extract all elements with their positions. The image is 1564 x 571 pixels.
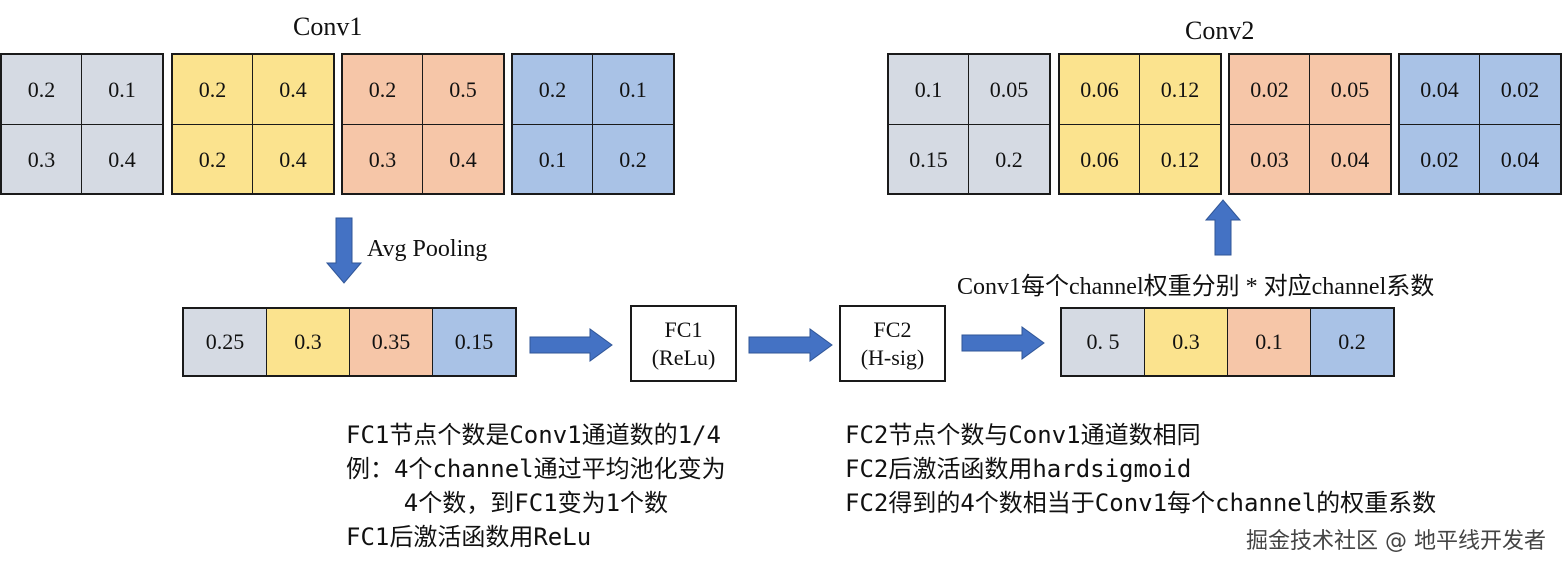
feature-value: 0.04	[1400, 55, 1480, 125]
note-line: FC1节点个数是Conv1通道数的1/4	[346, 421, 721, 449]
multiply-label: Conv1每个channel权重分别 * 对应channel系数	[957, 274, 1435, 300]
feature-value: 0.2	[173, 125, 253, 195]
fc1-label: FC1	[664, 316, 703, 342]
watermark: 掘金技术社区 @ 地平线开发者	[1246, 529, 1546, 554]
conv2-title: Conv2	[1185, 16, 1255, 45]
fc2-label: FC2	[873, 316, 912, 342]
feature-value: 0.2	[173, 55, 253, 125]
feature-value: 0.5	[423, 55, 503, 125]
feature-value: 0.02	[1480, 55, 1560, 125]
arrow-right-icon	[529, 328, 613, 362]
fc2-box: FC2 (H-sig)	[839, 305, 946, 382]
note-line: FC1后激活函数用ReLu	[346, 523, 592, 551]
note-line: FC2后激活函数用hardsigmoid	[845, 455, 1192, 483]
feature-value: 0.12	[1160, 147, 1200, 172]
feature-value: 0.02	[1400, 125, 1480, 195]
feature-value: 0.1	[593, 55, 673, 125]
channel-weight: 0.2	[1311, 309, 1393, 375]
pooled-value: 0.35	[350, 309, 433, 375]
feature-value: 0.4	[449, 147, 477, 172]
note-line: 4个数，到FC1变为1个数	[346, 489, 669, 517]
feature-value: 0.2	[619, 147, 647, 172]
channel-weight: 0.3	[1145, 309, 1228, 375]
fc2-activation: (H-sig)	[860, 344, 925, 370]
feature-value: 0.2	[343, 55, 423, 125]
arrow-right-icon	[961, 326, 1045, 360]
feature-value: 0.2	[995, 147, 1023, 172]
pooled-value: 0.15	[433, 309, 515, 375]
feature-value: 0.15	[889, 125, 969, 195]
feature-value: 0.3	[2, 125, 82, 195]
feature-value: 0.04	[1500, 147, 1540, 172]
pooled-value: 0.3	[267, 309, 350, 375]
note-line: FC2节点个数与Conv1通道数相同	[845, 421, 1201, 449]
fc1-box: FC1 (ReLu)	[630, 305, 737, 382]
feature-value: 0.2	[2, 55, 82, 125]
feature-value: 0.4	[108, 147, 136, 172]
feature-value: 0.3	[343, 125, 423, 195]
feature-value: 0.06	[1060, 55, 1140, 125]
feature-value: 0.05	[1310, 55, 1390, 125]
feature-value: 0.02	[1230, 55, 1310, 125]
pooled-value: 0.25	[184, 309, 267, 375]
down-arrow-icon	[325, 217, 363, 284]
channel-weight: 0. 5	[1062, 309, 1145, 375]
note-line: 例：4个channel通过平均池化变为	[346, 455, 726, 483]
feature-value: 0.1	[889, 55, 969, 125]
feature-value: 0.12	[1140, 55, 1220, 125]
feature-value: 0.06	[1060, 125, 1140, 195]
feature-value: 0.04	[1330, 147, 1370, 172]
up-arrow-icon	[1204, 199, 1242, 256]
fc1-activation: (ReLu)	[651, 344, 716, 370]
channel-weight: 0.1	[1228, 309, 1311, 375]
feature-value: 0.1	[513, 125, 593, 195]
feature-value: 0.05	[969, 55, 1049, 125]
avg-pooling-label: Avg Pooling	[367, 236, 488, 262]
note-line: FC2得到的4个数相当于Conv1每个channel的权重系数	[845, 489, 1437, 517]
feature-value: 0.2	[513, 55, 593, 125]
feature-value: 0.1	[82, 55, 162, 125]
feature-value: 0.03	[1230, 125, 1310, 195]
arrow-right-icon	[748, 328, 833, 362]
conv1-title: Conv1	[293, 12, 363, 41]
feature-value: 0.4	[279, 147, 307, 172]
feature-value: 0.4	[253, 55, 333, 125]
